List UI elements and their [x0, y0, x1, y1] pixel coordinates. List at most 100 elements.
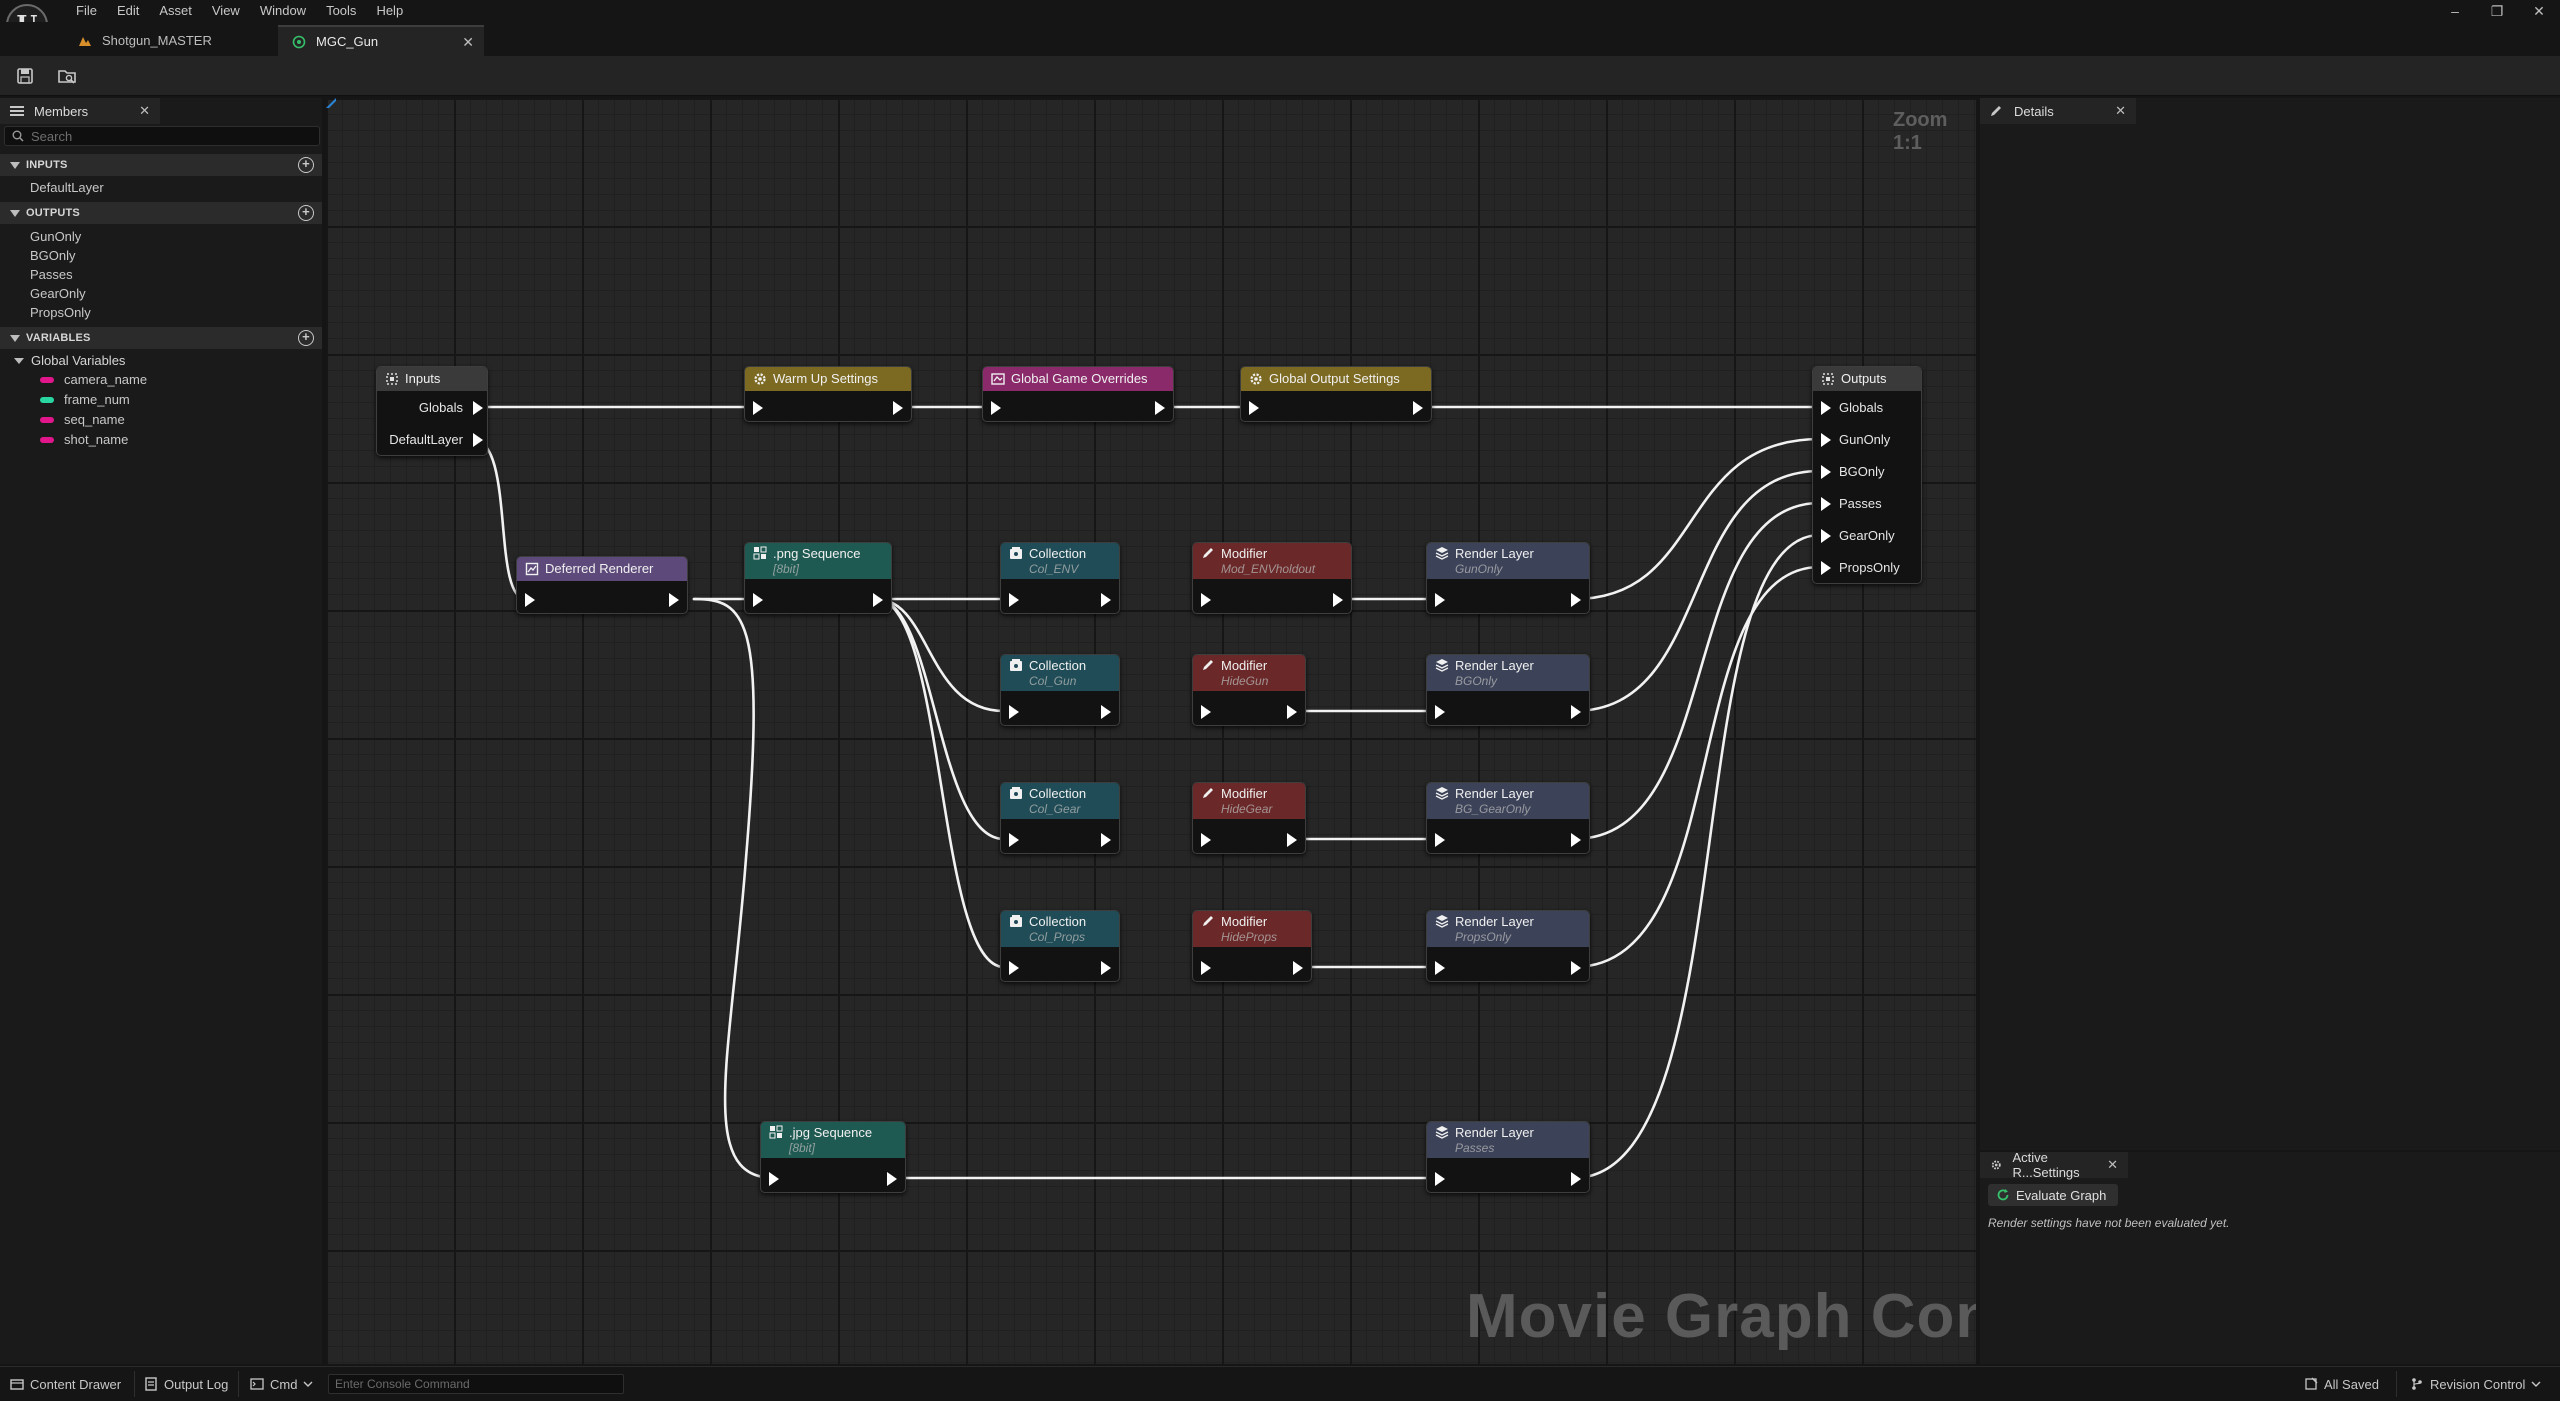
input-pin-icon[interactable]: [1201, 833, 1211, 847]
output-pin-icon[interactable]: [473, 433, 483, 447]
member-output-item[interactable]: BGOnly: [30, 248, 76, 263]
close-panel-icon[interactable]: ✕: [2115, 103, 2126, 118]
node-png-sequence[interactable]: .png Sequence [8bit]: [744, 542, 892, 614]
node-modifier-hide-gear[interactable]: Modifier HideGear: [1192, 782, 1306, 854]
node-global-output-settings[interactable]: Global Output Settings: [1240, 366, 1432, 422]
menu-view[interactable]: View: [211, 3, 240, 18]
menu-window[interactable]: Window: [259, 3, 307, 18]
input-pin-icon[interactable]: [769, 1172, 779, 1186]
members-tab[interactable]: Members ✕: [0, 98, 160, 124]
input-pin-icon[interactable]: [1009, 705, 1019, 719]
member-input-item[interactable]: DefaultLayer: [30, 180, 104, 195]
input-pin-icon[interactable]: [1821, 529, 1831, 543]
input-pin-icon[interactable]: [753, 593, 763, 607]
close-tab-icon[interactable]: ✕: [462, 34, 474, 50]
member-output-item[interactable]: Passes: [30, 267, 73, 282]
menu-help[interactable]: Help: [376, 3, 404, 18]
member-output-item[interactable]: GunOnly: [30, 229, 82, 244]
global-variables-group[interactable]: Global Variables: [14, 353, 125, 369]
active-render-settings-tab[interactable]: Active R...Settings ✕: [1980, 1150, 2128, 1180]
input-pin-icon[interactable]: [1435, 961, 1445, 975]
input-pin-icon[interactable]: [1435, 1172, 1445, 1186]
variable-item[interactable]: frame_num: [40, 392, 130, 408]
node-collection-gear[interactable]: Collection Col_Gear: [1000, 782, 1120, 854]
menu-file[interactable]: File: [76, 3, 97, 18]
output-pin-icon[interactable]: [1571, 593, 1581, 607]
input-pin-icon[interactable]: [1435, 705, 1445, 719]
menu-tools[interactable]: Tools: [326, 3, 357, 18]
add-output-icon[interactable]: +: [298, 205, 314, 221]
input-pin-icon[interactable]: [1435, 593, 1445, 607]
add-input-icon[interactable]: +: [298, 157, 314, 173]
node-render-layer-gun-only[interactable]: Render Layer GunOnly: [1426, 542, 1590, 614]
node-inputs[interactable]: Inputs Globals DefaultLayer: [376, 366, 488, 456]
node-render-layer-bg-gear-only[interactable]: Render Layer BG_GearOnly: [1426, 782, 1590, 854]
inputs-section-header[interactable]: INPUTS +: [0, 154, 322, 176]
member-output-item[interactable]: GearOnly: [30, 286, 86, 301]
node-collection-gun[interactable]: Collection Col_Gun: [1000, 654, 1120, 726]
revision-control-button[interactable]: Revision Control: [2410, 1375, 2541, 1393]
minimize-icon[interactable]: –: [2451, 3, 2459, 19]
node-jpg-sequence[interactable]: .jpg Sequence [8bit]: [760, 1121, 906, 1193]
node-global-game-overrides[interactable]: Global Game Overrides: [982, 366, 1174, 422]
variable-item[interactable]: camera_name: [40, 372, 147, 388]
node-warm-up-settings[interactable]: Warm Up Settings: [744, 366, 912, 422]
input-pin-icon[interactable]: [1201, 961, 1211, 975]
node-modifier-env-holdout[interactable]: Modifier Mod_ENVholdout: [1192, 542, 1352, 614]
input-pin-icon[interactable]: [1201, 593, 1211, 607]
output-pin-icon[interactable]: [669, 593, 679, 607]
cmd-dropdown[interactable]: Cmd: [250, 1375, 313, 1393]
output-pin-icon[interactable]: [1571, 961, 1581, 975]
output-pin-icon[interactable]: [473, 401, 483, 415]
console-command-input[interactable]: [329, 1375, 623, 1393]
outputs-section-header[interactable]: OUTPUTS +: [0, 202, 322, 224]
input-pin-icon[interactable]: [991, 401, 1001, 415]
node-collection-props[interactable]: Collection Col_Props: [1000, 910, 1120, 982]
node-modifier-hide-gun[interactable]: Modifier HideGun: [1192, 654, 1306, 726]
output-pin-icon[interactable]: [1571, 833, 1581, 847]
details-tab[interactable]: Details ✕: [1980, 98, 2136, 124]
input-pin-icon[interactable]: [753, 401, 763, 415]
menu-asset[interactable]: Asset: [159, 3, 192, 18]
node-render-layer-bg-only[interactable]: Render Layer BGOnly: [1426, 654, 1590, 726]
output-pin-icon[interactable]: [1101, 705, 1111, 719]
all-saved-indicator[interactable]: All Saved: [2304, 1375, 2379, 1393]
input-pin-icon[interactable]: [1821, 465, 1831, 479]
variable-item[interactable]: shot_name: [40, 432, 128, 448]
menu-edit[interactable]: Edit: [116, 3, 140, 18]
output-pin-icon[interactable]: [1413, 401, 1423, 415]
close-window-icon[interactable]: ✕: [2533, 3, 2545, 19]
save-icon[interactable]: [14, 65, 36, 87]
output-log-button[interactable]: Output Log: [144, 1375, 228, 1393]
input-pin-icon[interactable]: [1009, 833, 1019, 847]
output-pin-icon[interactable]: [873, 593, 883, 607]
evaluate-graph-button[interactable]: Evaluate Graph: [1988, 1184, 2119, 1206]
input-pin-icon[interactable]: [1821, 433, 1831, 447]
content-drawer-button[interactable]: Content Drawer: [10, 1375, 121, 1393]
input-pin-icon[interactable]: [525, 593, 535, 607]
input-pin-icon[interactable]: [1009, 593, 1019, 607]
node-outputs[interactable]: Outputs Globals GunOnly BGOnly Passes Ge…: [1812, 366, 1922, 584]
graph-canvas[interactable]: Zoom 1:1: [326, 98, 1976, 1364]
output-pin-icon[interactable]: [1101, 961, 1111, 975]
node-modifier-hide-props[interactable]: Modifier HideProps: [1192, 910, 1312, 982]
close-panel-icon[interactable]: ✕: [2107, 1157, 2118, 1172]
add-variable-icon[interactable]: +: [298, 330, 314, 346]
input-pin-icon[interactable]: [1821, 561, 1831, 575]
input-pin-icon[interactable]: [1821, 497, 1831, 511]
output-pin-icon[interactable]: [1101, 593, 1111, 607]
close-panel-icon[interactable]: ✕: [139, 103, 150, 118]
output-pin-icon[interactable]: [1155, 401, 1165, 415]
input-pin-icon[interactable]: [1201, 705, 1211, 719]
output-pin-icon[interactable]: [893, 401, 903, 415]
variables-section-header[interactable]: VARIABLES +: [0, 327, 322, 349]
member-output-item[interactable]: PropsOnly: [30, 305, 91, 320]
browse-asset-icon[interactable]: [56, 65, 78, 87]
output-pin-icon[interactable]: [1287, 833, 1297, 847]
node-render-layer-props-only[interactable]: Render Layer PropsOnly: [1426, 910, 1590, 982]
input-pin-icon[interactable]: [1009, 961, 1019, 975]
output-pin-icon[interactable]: [1333, 593, 1343, 607]
input-pin-icon[interactable]: [1435, 833, 1445, 847]
tab-mgc-gun[interactable]: MGC_Gun ✕: [278, 25, 484, 56]
input-pin-icon[interactable]: [1821, 401, 1831, 415]
